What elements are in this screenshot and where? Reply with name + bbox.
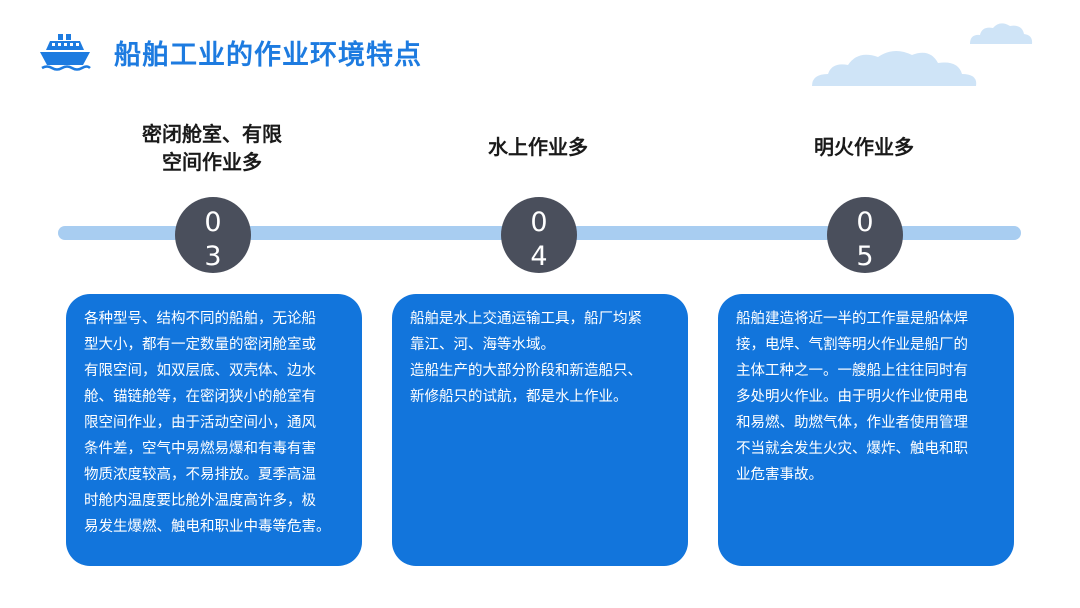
- description-card: 各种型号、结构不同的船舶，无论船 型大小，都有一定数量的密闭舱室或 有限空间，如…: [66, 294, 362, 566]
- step-number-bottom: 3: [204, 241, 222, 272]
- cloud-icon: [812, 50, 977, 86]
- step-number-bottom: 4: [530, 241, 548, 272]
- description-text: 各种型号、结构不同的船舶，无论船 型大小，都有一定数量的密闭舱室或 有限空间，如…: [84, 311, 331, 535]
- step-number-bottom: 5: [856, 241, 874, 272]
- item-title-text: 密闭舱室、有限 空间作业多: [142, 122, 282, 174]
- description-text: 船舶是水上交通运输工具，船厂均紧 靠江、河、海等水域。 造船生产的大部分阶段和新…: [410, 311, 642, 405]
- page-title: 船舶工业的作业环境特点: [114, 39, 422, 71]
- step-number-top: 0: [856, 207, 874, 238]
- description-card: 船舶是水上交通运输工具，船厂均紧 靠江、河、海等水域。 造船生产的大部分阶段和新…: [392, 294, 688, 566]
- item-title: 密闭舱室、有限 空间作业多: [112, 120, 312, 176]
- item-title-text: 明火作业多: [814, 135, 914, 159]
- step-number-badge: 0 5: [827, 197, 903, 273]
- item-title: 水上作业多: [438, 133, 638, 161]
- step-number-top: 0: [530, 207, 548, 238]
- item-title: 明火作业多: [764, 133, 964, 161]
- step-number-badge: 0 4: [501, 197, 577, 273]
- ship-icon: [40, 34, 91, 71]
- description-card: 船舶建造将近一半的工作量是船体焊 接，电焊、气割等明火作业是船厂的 主体工种之一…: [718, 294, 1014, 566]
- step-number-badge: 0 3: [175, 197, 251, 273]
- cloud-icon: [970, 23, 1033, 44]
- header: 船舶工业的作业环境特点: [38, 30, 422, 74]
- step-number-top: 0: [204, 207, 222, 238]
- description-text: 船舶建造将近一半的工作量是船体焊 接，电焊、气割等明火作业是船厂的 主体工种之一…: [736, 311, 968, 483]
- item-title-text: 水上作业多: [488, 135, 588, 159]
